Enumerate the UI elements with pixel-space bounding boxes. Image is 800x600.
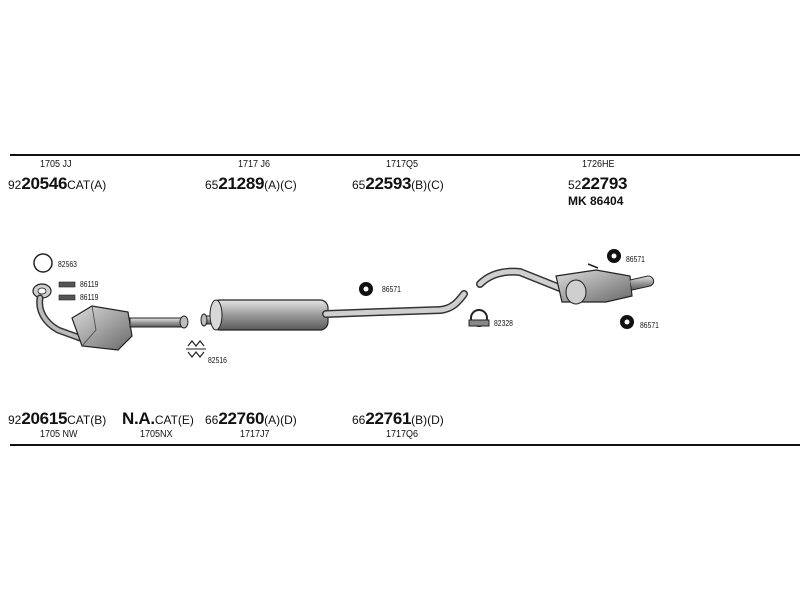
rubber-mount-mid bbox=[359, 282, 373, 296]
ref-clamp-rear: 82328 bbox=[494, 319, 513, 328]
rear-silencer-part bbox=[476, 263, 655, 305]
bottom-part-4: 6622761(B)(D) bbox=[352, 409, 444, 428]
bottom-part-1: 9220615CAT(B) bbox=[8, 409, 107, 428]
bottom-divider-line bbox=[10, 444, 800, 446]
ref-clamp: 82516 bbox=[208, 356, 227, 365]
top-code-2: 1717 J6 bbox=[238, 159, 271, 170]
top-part-1: 9220546CAT(A) bbox=[8, 174, 107, 193]
clamp-part bbox=[186, 340, 206, 358]
top-divider-line bbox=[10, 154, 800, 156]
gasket-icon-1 bbox=[58, 281, 76, 288]
middle-silencer-part bbox=[200, 290, 468, 331]
bottom-code-1: 1705 NW bbox=[40, 429, 78, 440]
ref-rubber-rear-top: 86571 bbox=[626, 255, 645, 264]
top-part-2: 6521289(A)(C) bbox=[205, 174, 297, 193]
rubber-mount-rear-top bbox=[607, 249, 621, 263]
rear-clamp-part bbox=[468, 309, 490, 327]
bottom-part-3: 6622760(A)(D) bbox=[205, 409, 297, 428]
top-code-1: 1705 JJ bbox=[40, 159, 72, 170]
ref-gasket-2: 86119 bbox=[80, 293, 99, 302]
bottom-part-2: N.A.CAT(E) bbox=[122, 409, 194, 428]
ref-gasket-1: 86119 bbox=[80, 280, 99, 289]
ref-rubber-mid: 86571 bbox=[382, 285, 401, 294]
top-part-3: 6522593(B)(C) bbox=[352, 174, 444, 193]
gasket-ring-part bbox=[33, 253, 53, 273]
top-part-4: 5222793 bbox=[568, 174, 628, 193]
ref-rubber-rear-bottom: 86571 bbox=[640, 321, 659, 330]
top-code-3: 1717Q5 bbox=[386, 159, 419, 170]
top-extra-4: MK 86404 bbox=[568, 194, 624, 208]
ref-gasket-ring: 82563 bbox=[58, 260, 77, 269]
bottom-code-4: 1717Q6 bbox=[386, 429, 419, 440]
catalytic-converter-part bbox=[36, 294, 189, 351]
bottom-code-2: 1705NX bbox=[140, 429, 173, 440]
rubber-mount-rear-bottom bbox=[620, 315, 634, 329]
top-code-4: 1726HE bbox=[582, 159, 615, 170]
gasket-icon-2 bbox=[58, 294, 76, 301]
bottom-code-3: 1717J7 bbox=[240, 429, 270, 440]
